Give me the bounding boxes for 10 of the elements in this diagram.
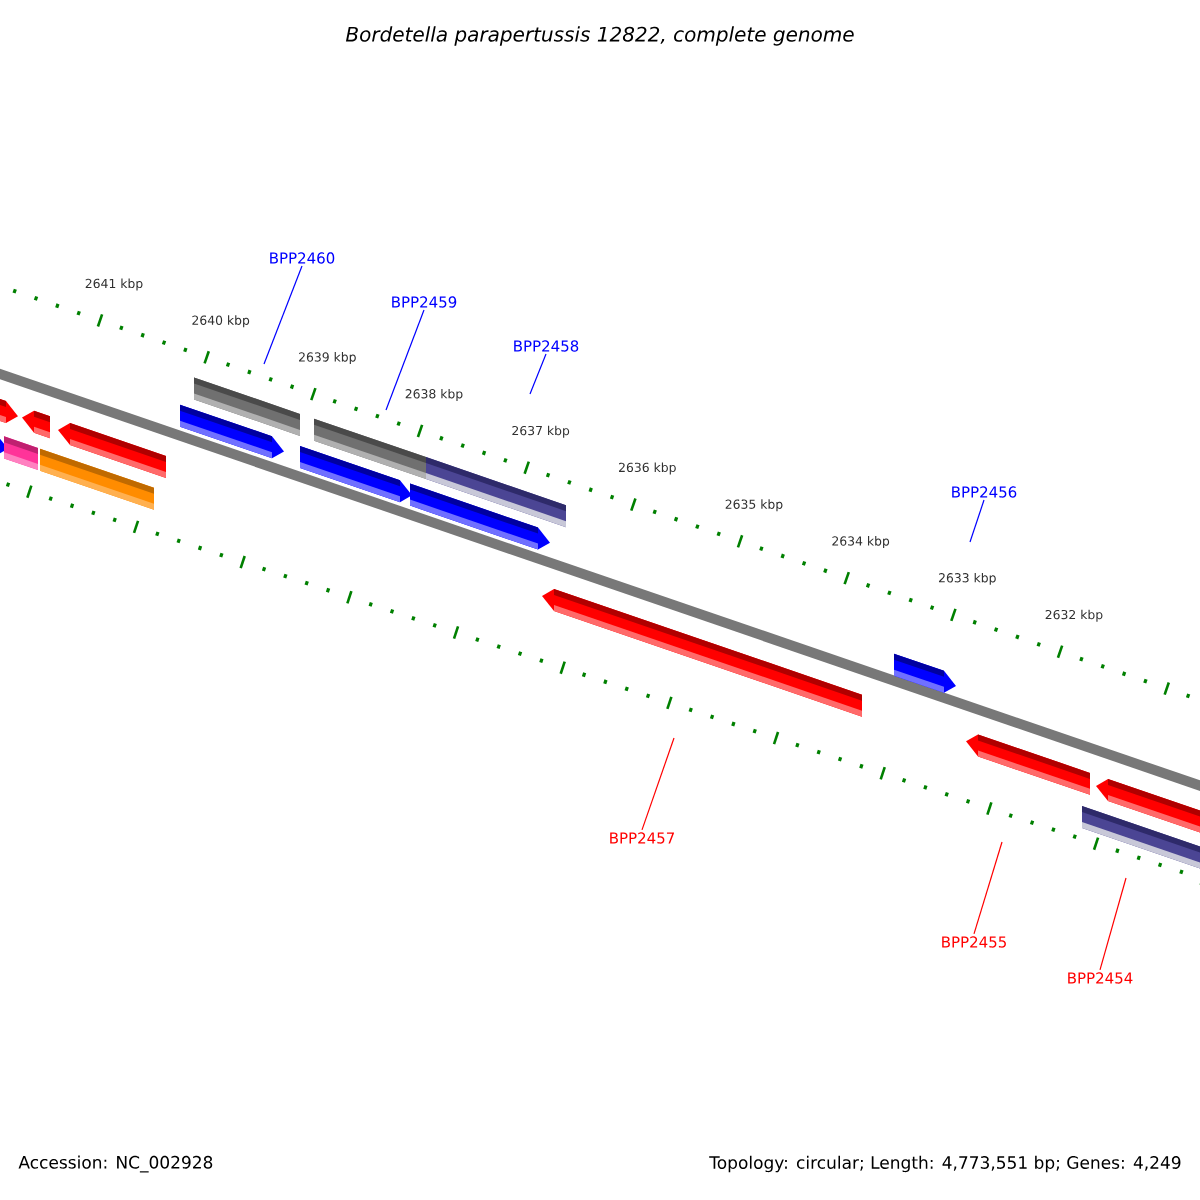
leader-line	[1099, 877, 1127, 971]
leader-line	[529, 353, 547, 395]
leader-line	[385, 309, 425, 411]
leader-line	[973, 841, 1003, 935]
leader-line	[263, 265, 303, 365]
title: Bordetella parapertussis 12822, complete genome	[345, 26, 854, 46]
leader-line	[969, 499, 985, 543]
footer-text: Accession: NC_002928	[18, 1155, 213, 1173]
footer-text: Topology: circular; Length: 4,773,551 bp; Genes: 4,249	[709, 1155, 1181, 1173]
leader-line	[641, 737, 675, 831]
